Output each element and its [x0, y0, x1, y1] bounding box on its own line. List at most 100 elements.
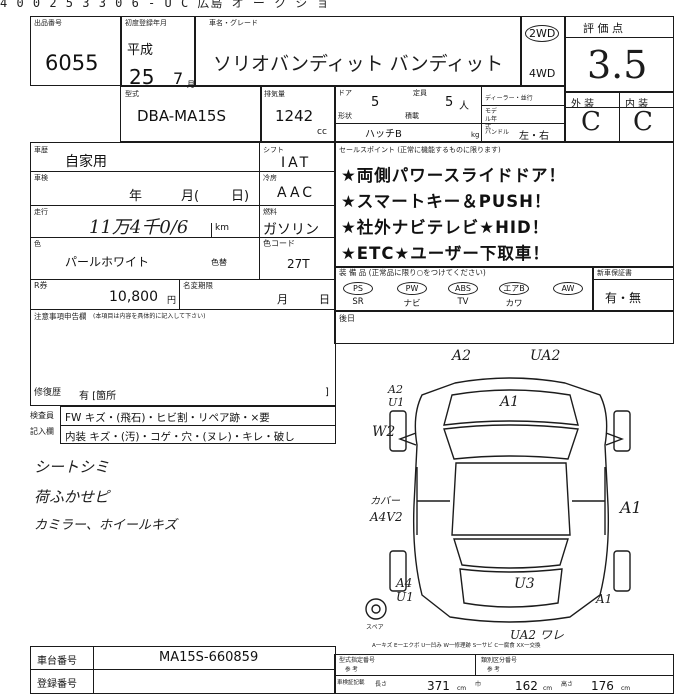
mark-top-left: A2: [452, 348, 472, 364]
dimensions-label: 車検証記載: [337, 680, 365, 686]
height-label: 高さ: [561, 681, 574, 688]
lot-box: 出品番号 6055: [30, 16, 122, 86]
sales-points-label: セールスポイント (正常に機能するものに限ります): [339, 146, 501, 154]
aftermarket-box: 後日: [334, 310, 674, 344]
sales-point-2: ★スマートキー＆PUSH！: [341, 192, 552, 211]
mirror-right: [605, 432, 624, 446]
name-change-month: 月: [277, 293, 288, 306]
car-name-box: 車名・グレード ソリオバンディット バンディット: [194, 16, 522, 86]
option-navi: ナビ: [403, 299, 421, 309]
fuel-label: 燃料: [263, 208, 277, 216]
sales-point-1: ★両側パワースライドドア！: [341, 166, 566, 185]
registration-month-suffix: 月: [187, 80, 195, 89]
score-box: 評 価 点 3.5: [564, 16, 674, 92]
mark-hood: A1: [500, 394, 520, 410]
warranty-box: 新車保証書 有・無: [592, 266, 674, 312]
spare-label: スペア: [366, 624, 384, 631]
exterior-grade: C: [581, 107, 601, 137]
seating-value: 5: [445, 95, 454, 110]
mark-left-side-2: A4V2: [370, 510, 403, 524]
wheel-rear-right: [613, 550, 631, 592]
mileage-value: 11万4千0/6: [89, 217, 189, 238]
inspection-day: 日): [231, 189, 250, 204]
inspection-label: 車検: [34, 174, 48, 182]
checklist-box: FW キズ・(飛石)・ヒビ割・リペア跡・×要 内装 キズ・(汚)・コゲ・穴・(ヌ…: [60, 406, 336, 444]
dealer-label: ディーラー・並行: [485, 95, 533, 102]
color-change-label: 色替: [211, 258, 227, 267]
handwritten-note-2: 荷ふかせピ: [34, 488, 110, 506]
color-code-value: 27T: [287, 257, 310, 271]
car-name-value: ソリオバンディット バンディット: [213, 53, 504, 75]
lot-label: 出品番号: [34, 19, 62, 27]
option-airbag: エアB: [499, 282, 529, 295]
length-label: 長さ: [375, 681, 388, 688]
model-code-box: 型式 DBA-MA15S: [120, 86, 262, 142]
mark-right-rear: A1: [596, 592, 613, 606]
car-outline: [412, 377, 610, 623]
sales-points-box: セールスポイント (正常に機能するものに限ります): [334, 142, 674, 268]
body-type-value: ハッチB: [365, 129, 402, 140]
mark-top-right: UA2: [530, 348, 561, 364]
checklist-label-2: 記入欄: [30, 427, 54, 436]
name-change-label: 名変期限: [183, 281, 213, 290]
width-unit: cm: [543, 685, 553, 692]
registration-no-label: 登録番号: [37, 679, 77, 690]
wheel-rear-left: [389, 550, 407, 592]
grades-box: 外 装 内 装 C C: [564, 92, 674, 142]
spec-box: ドア 5 定員 5 人 ディーラー・並行 モデル年式 形状 ハッチB 積載 kg…: [334, 86, 566, 142]
color-label: 色: [34, 240, 41, 248]
doors-label: ドア: [338, 89, 352, 97]
type-designation-label: 型式指定番号: [339, 657, 376, 664]
exterior-label: 外 装: [571, 99, 595, 110]
color-value: パールホワイト: [65, 255, 150, 269]
checklist-label-1: 検査員: [30, 411, 54, 420]
displacement-unit: cc: [317, 127, 327, 137]
registration-month: 7: [173, 69, 184, 88]
car-diagram: スペア: [365, 377, 631, 631]
drive-2wd: 2WD: [525, 25, 560, 42]
option-ps: PS: [343, 282, 373, 295]
roof-outline: [451, 462, 571, 536]
option-tv: TV: [457, 297, 469, 307]
option-leather: カワ: [505, 299, 523, 309]
chassis-value: MA15S-660859: [159, 650, 259, 665]
rear-window-outline: [453, 538, 569, 569]
handle-label: ハンドル: [485, 129, 510, 136]
hood-outline: [443, 389, 579, 426]
car-name-label: 車名・グレード: [209, 19, 258, 27]
mark-rear-bottom: UA2 ワレ: [510, 628, 564, 642]
mileage-unit: km: [215, 223, 229, 233]
spare-tire: [365, 598, 387, 620]
width-value: 162: [515, 679, 538, 693]
lot-number: 6055: [45, 51, 99, 75]
mirror-left: [398, 432, 417, 446]
recycle-value: 10,800: [109, 289, 158, 305]
notes-label: 注意事項申告欄: [34, 312, 87, 321]
registration-era: 平成: [127, 43, 154, 58]
usage-value: 自家用: [65, 154, 107, 170]
category-label: 類別区分番号: [481, 657, 518, 664]
body-type-label: 形状: [338, 112, 352, 120]
score-label: 評 価 点: [583, 22, 623, 35]
load-label: 積載: [405, 112, 419, 120]
height-value: 176: [591, 679, 614, 693]
mark-left-rear: A4 U1: [396, 576, 414, 604]
drive-4wd: 4WD: [529, 67, 556, 80]
option-sr: SR: [352, 297, 364, 307]
usage-label: 車歴: [34, 146, 48, 154]
checklist-row-1: FW キズ・(飛石)・ヒビ割・リペア跡・×要: [65, 412, 270, 424]
mark-left-front-2: W2: [372, 424, 396, 440]
specs-footer-box: 型式指定番号 参 考 類別区分番号 参 考 車検証記載 長さ 371 cm 巾 …: [334, 654, 674, 694]
model-year-label: モデル年式: [485, 108, 498, 131]
interior-grade: C: [633, 107, 653, 137]
aircon-value: AAC: [277, 185, 316, 201]
registration-box: 初度登録年月 平成 25 7 月: [120, 16, 196, 89]
equipment-label: 装 備 品 (正常品に限り○をつけてください): [339, 268, 486, 277]
seating-unit: 人: [459, 101, 469, 112]
sales-point-3: ★社外ナビテレビ★HID！: [341, 218, 550, 237]
windshield-outline: [443, 424, 579, 460]
color-code-label: 色コード: [263, 239, 295, 248]
inspection-year: 年: [129, 189, 143, 204]
handwritten-note-1: シートシミ: [34, 458, 110, 476]
seating-label: 定員: [413, 89, 427, 97]
